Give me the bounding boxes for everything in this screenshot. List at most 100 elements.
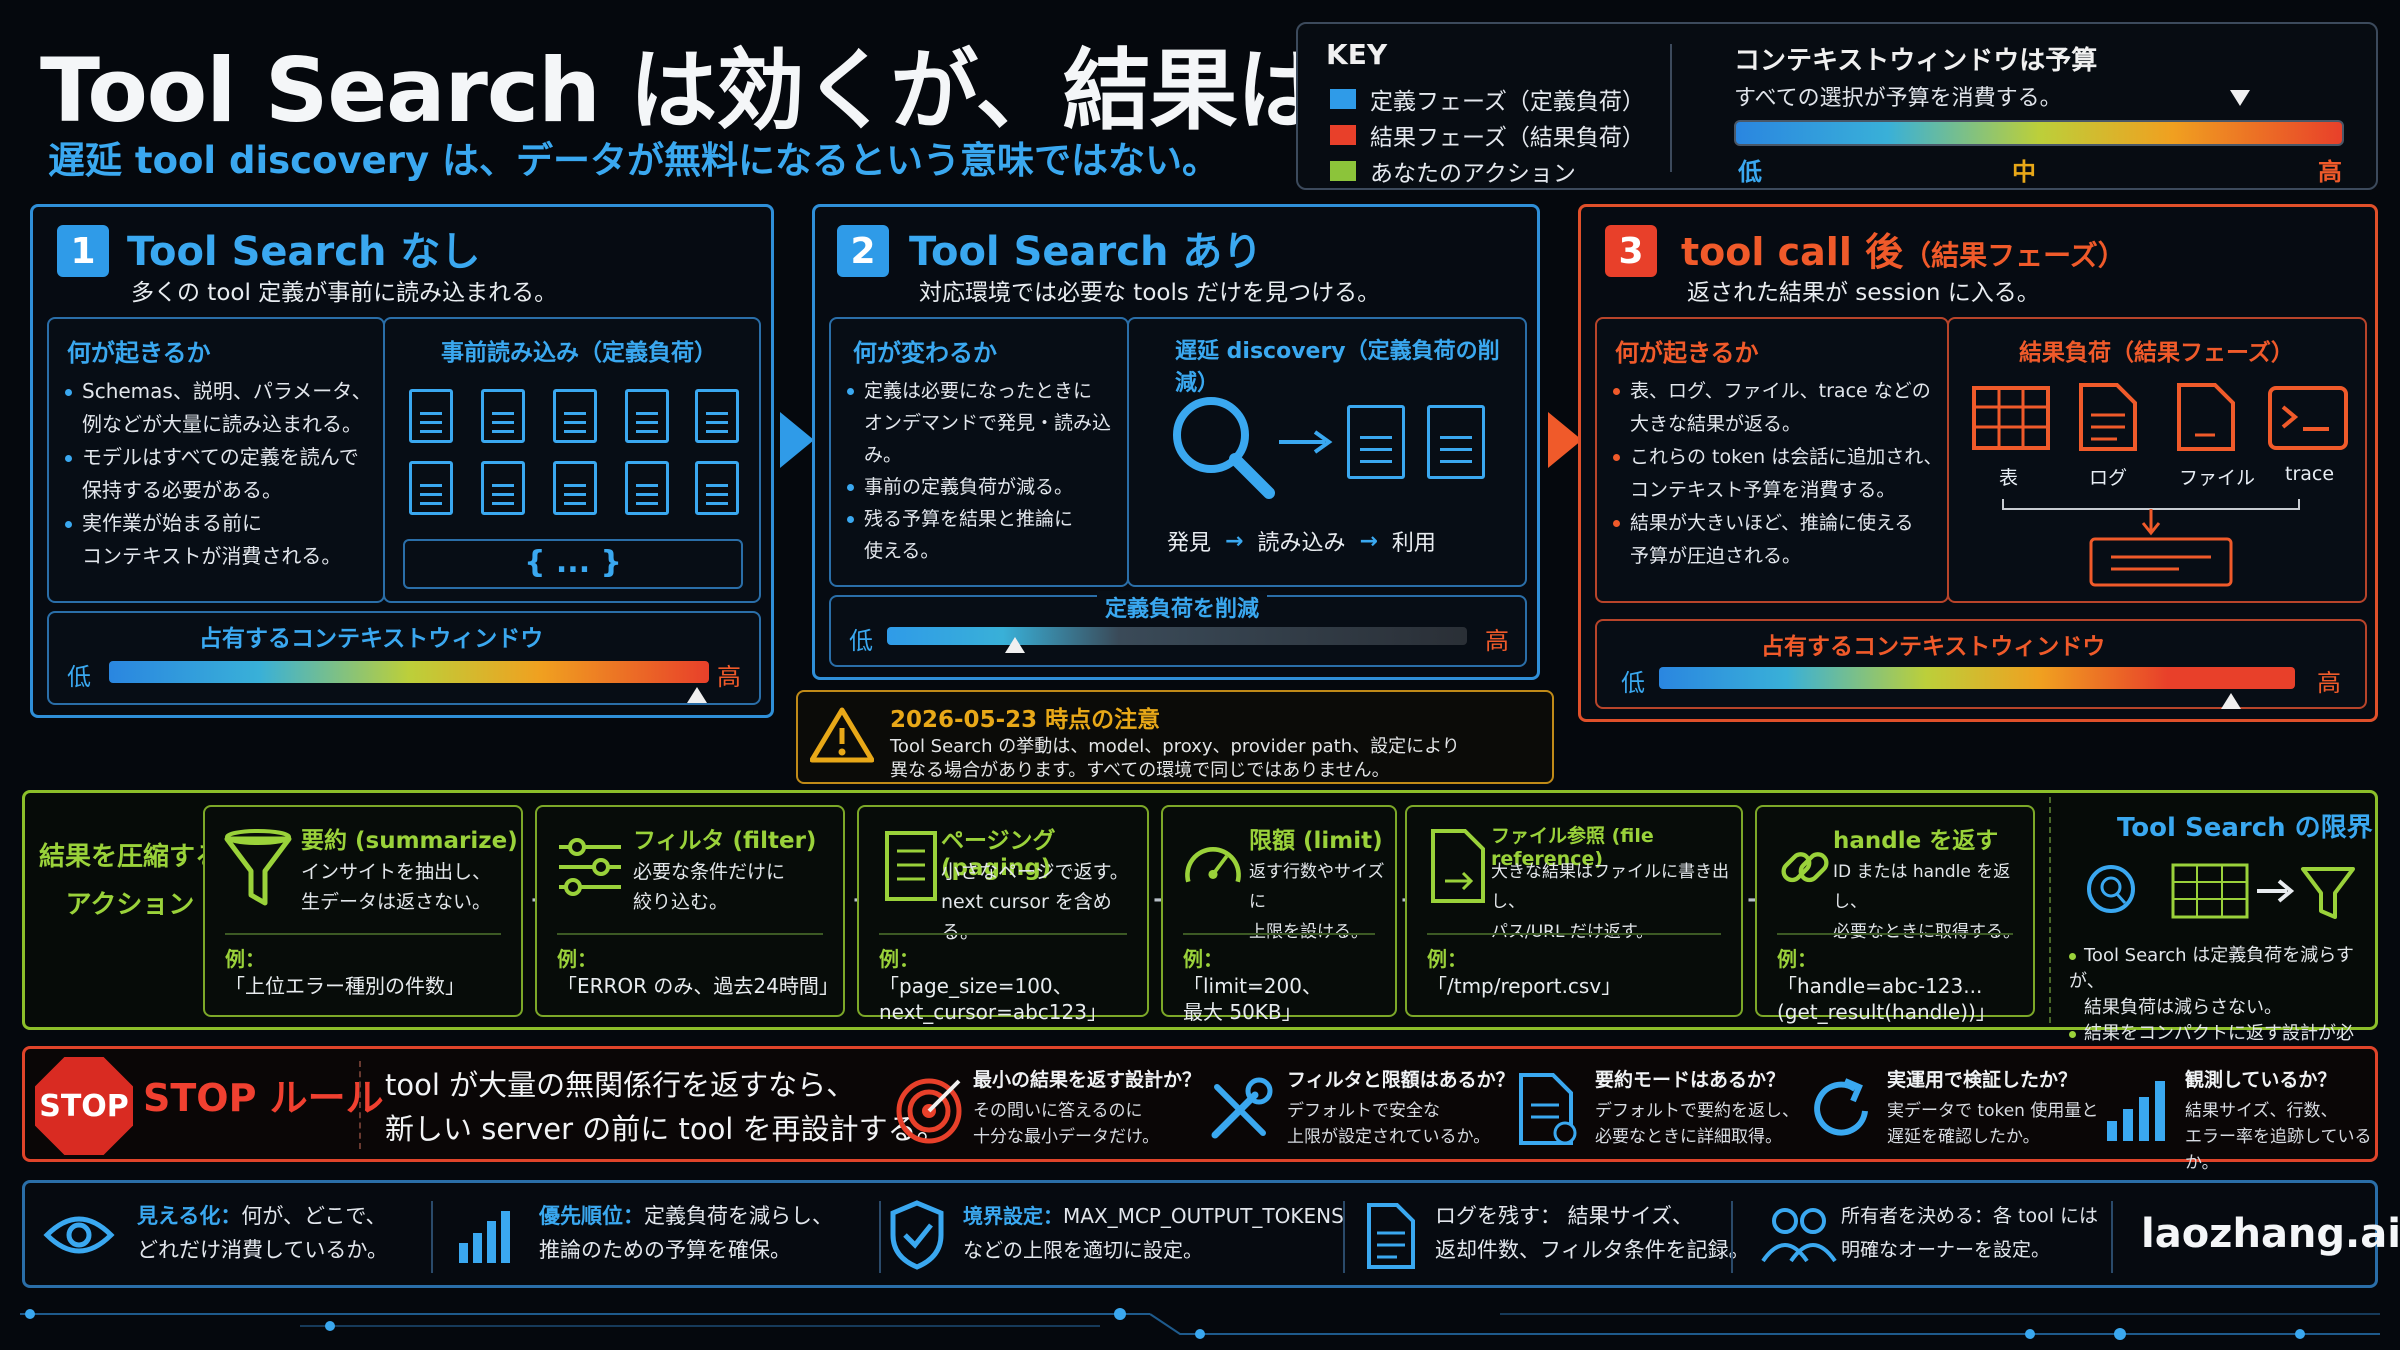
card-desc: 大きな結果はファイルに書き出し、パス/URL だけ返す。 <box>1491 862 1729 942</box>
users-icon <box>1761 1208 1837 1263</box>
panel2-bullets: 定義は必要になったときに オンデマンドで発見・読み込み。 事前の定義負荷が減る。… <box>847 375 1127 567</box>
discovery-flow: 発見 → 読み込み → 利用 <box>1167 525 1436 557</box>
terminal-trace-icon <box>2268 386 2348 450</box>
stop-rule-text: tool が大量の無関係行を返すなら、 新しい server の前に tool … <box>385 1068 946 1146</box>
page-subtitle: 遅延 tool discovery は、データが無料になるという意味ではない。 <box>48 139 1219 182</box>
key-divider <box>1670 44 1672 172</box>
panel-without-tool-search: 1 Tool Search なし 多くの tool 定義が事前に読み込まれる。 … <box>30 204 774 718</box>
action-card-filter: フィルタ (filter) 必要な条件だけに絞り込む。 例： 「ERROR のみ… <box>535 805 845 1017</box>
file-icon <box>2177 383 2235 451</box>
limits-bullets: Tool Search は定義負荷を減らすが、 結果負荷は減らさない。 結果をコ… <box>2069 945 2354 1070</box>
tools-icon <box>1211 1077 1273 1139</box>
context-low-label: 低 <box>1738 158 1762 186</box>
document-icon <box>1427 405 1485 479</box>
principles-footer: 見える化：何が、どこで、 どれだけ消費しているか。 優先順位：定義負荷を減らし、… <box>22 1180 2400 1288</box>
key-swatch-green <box>1330 161 1356 181</box>
card-title: 要約 (summarize) <box>301 828 518 854</box>
card-desc: 小さなページで返す。next cursor を含める。 <box>941 861 1129 943</box>
panel1-title: Tool Search なし <box>127 229 481 275</box>
card-divider <box>1777 933 2013 935</box>
page-icon <box>885 831 937 901</box>
card-example: 「limit=200、最大 50KB」 <box>1183 974 1322 1024</box>
divider <box>2111 1201 2113 1273</box>
compression-label: 結果を圧縮する アクション <box>39 842 222 920</box>
card-example: 「handle=abc-123...(get_result(handle))」 <box>1777 974 1996 1024</box>
tool-search-limits: Tool Search の限界 Tool Search は定義負荷を減らすが、 … <box>2057 797 2373 1070</box>
meter-marker-icon <box>2221 693 2242 709</box>
key-swatch-red <box>1330 125 1356 145</box>
card-desc: 返す行数やサイズに上限を設ける。 <box>1249 862 1385 942</box>
card-desc: インサイトを抽出し、生データは返さない。 <box>301 861 492 913</box>
warning-line1: Tool Search の挙動は、model、proxy、provider pa… <box>890 736 1460 757</box>
stop-title: STOP ルール <box>143 1076 384 1120</box>
panel1-context-meter: 占有するコンテキストウィンドウ 低 高 <box>47 611 761 705</box>
step-badge-2: 2 <box>837 225 889 277</box>
refresh-icon <box>1814 1078 1868 1136</box>
card-example-label: 例： <box>879 947 919 971</box>
card-divider <box>879 933 1127 935</box>
card-divider <box>225 933 501 935</box>
panel1-meter-bar <box>109 661 709 683</box>
key-label: 定義フェーズ（定義負荷） <box>1370 89 1645 115</box>
link-icon <box>1781 852 1829 883</box>
panel2-discovery-head: 遅延 discovery（定義負荷の削減） <box>1175 339 1500 396</box>
card-example-label: 例： <box>1427 947 1467 971</box>
card-desc: 必要な条件だけに絞り込む。 <box>633 861 786 913</box>
panel3-context-meter: 占有するコンテキストウィンドウ 低 高 <box>1595 619 2367 709</box>
context-title: コンテキストウィンドウは予算 <box>1734 46 2098 76</box>
panel3-subtitle: 返された結果が session に入る。 <box>1687 280 2040 306</box>
panel3-meter-bar <box>1659 667 2295 689</box>
brand-logo: laozhang.ai <box>2141 1211 2400 1257</box>
action-card-paging: ページング (paging) 小さなページで返す。next cursor を含め… <box>857 805 1149 1024</box>
key-item-definition: 定義フェーズ（定義負荷） <box>1330 82 1645 116</box>
meter-marker-icon <box>1004 637 1025 653</box>
panel1-preload: 事前読み込み（定義負荷） { ... } <box>383 317 761 603</box>
key-swatch-blue <box>1330 89 1356 109</box>
document-icon <box>625 389 669 443</box>
bar-chart-icon <box>2107 1081 2165 1141</box>
panel2-lazy-discovery: 遅延 discovery（定義負荷の削減） 発見 → 読み込み → 利用 <box>1127 317 1527 587</box>
document-icon <box>481 461 525 515</box>
principle-ownership: 所有者を決める：各 tool には 明確なオーナーを設定。 <box>1841 1205 2099 1261</box>
icon-label-table: 表 <box>1999 467 2019 489</box>
flow-step-use: 利用 <box>1391 531 1436 556</box>
card-example: 「/tmp/report.csv」 <box>1427 974 1622 998</box>
action-card-file-reference: ファイル参照 (file reference) 大きな結果はファイルに書き出し、… <box>1405 805 1743 1017</box>
stop-sign-icon: STOP <box>35 1057 133 1155</box>
document-icon <box>409 389 453 443</box>
action-card-limit: 限額 (limit) 返す行数やサイズに上限を設ける。 例： 「limit=20… <box>1161 805 1397 1024</box>
meter-high-label: 高 <box>717 663 741 691</box>
card-divider <box>1427 933 1721 935</box>
warning-line2: 異なる場合があります。すべての環境で同じではありません。 <box>890 760 1390 781</box>
panel1-bullets: Schemas、説明、パラメータ、 例などが大量に読み込まれる。 モデルはすべて… <box>65 375 372 573</box>
principle-logging: ログを残す： 結果サイズ、 返却件数、フィルタ条件を記録。 <box>1435 1204 1750 1262</box>
flow-step-load: 読み込み <box>1257 531 1346 556</box>
principle-priority: 優先順位：定義負荷を減らし、 推論のための予算を確保。 <box>539 1204 833 1262</box>
step-badge-3: 3 <box>1605 225 1657 277</box>
arrow-right-icon <box>1279 430 1333 454</box>
panel2-meter-title: 定義負荷を削減 <box>1097 591 1268 623</box>
card-example: 「ERROR のみ、過去24時間」 <box>557 974 839 998</box>
table-icon <box>1972 386 2050 450</box>
stop-rule: STOP STOP ルール tool が大量の無関係行を返すなら、 新しい se… <box>22 1046 2378 1173</box>
divider <box>1731 1201 1733 1273</box>
funnel-icon <box>224 829 292 906</box>
page-title: Tool Search は効くが、結果は残る <box>40 39 1499 142</box>
warning-icon <box>810 707 874 763</box>
card-divider <box>1183 933 1375 935</box>
code-braces-box: { ... } <box>403 539 743 589</box>
document-icon <box>553 389 597 443</box>
eye-icon <box>43 1216 115 1254</box>
panel2-context-meter: 定義負荷を削減 低 高 <box>829 591 1527 667</box>
gauge-icon <box>1185 847 1241 883</box>
arrow-right-icon: → <box>1225 528 1244 554</box>
card-example-label: 例： <box>225 947 265 971</box>
panel3-what-happens: 何が起きるか 表、ログ、ファイル、trace などの 大きな結果が返る。 これら… <box>1595 317 1949 603</box>
principle-visibility: 見える化：何が、どこで、 どれだけ消費しているか。 <box>137 1204 388 1262</box>
document-icon <box>1347 405 1405 479</box>
card-title: 限額 (limit) <box>1249 828 1383 854</box>
question-verified: 実運用で検証したか？ 実データで token 使用量と 遅延を確認したか。 <box>1887 1069 2099 1147</box>
context-gradient-bar <box>1734 120 2344 146</box>
icon-label-log: ログ <box>2089 467 2128 489</box>
meter-high-label: 高 <box>1485 627 1509 655</box>
